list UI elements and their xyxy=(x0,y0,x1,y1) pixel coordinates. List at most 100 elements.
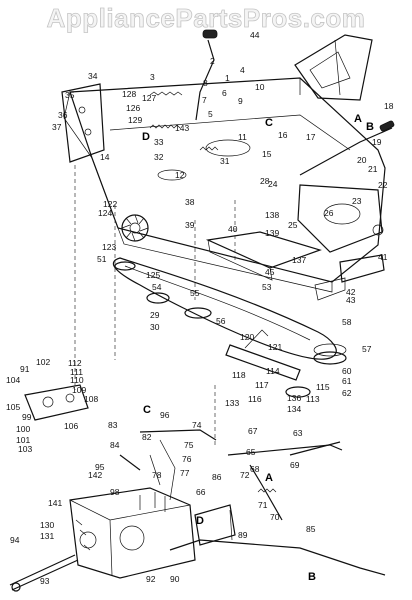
callout-23: 23 xyxy=(352,196,362,206)
callout-129: 129 xyxy=(128,115,142,125)
callout-96: 96 xyxy=(160,410,170,420)
callout-32: 32 xyxy=(154,152,164,162)
callout-126: 126 xyxy=(126,103,140,113)
callout-14: 14 xyxy=(100,152,110,162)
callout-65: 65 xyxy=(246,447,256,457)
callout-105: 105 xyxy=(6,402,20,412)
callout-51: 51 xyxy=(97,254,107,264)
callout-10: 10 xyxy=(255,82,265,92)
left-side-plate xyxy=(61,83,105,163)
callout-114: 114 xyxy=(266,366,280,376)
callout-42: 42 xyxy=(346,287,356,297)
callout-78: 78 xyxy=(152,470,162,480)
callout-86: 86 xyxy=(212,472,222,482)
callout-35: 35 xyxy=(65,90,75,100)
callout-75: 75 xyxy=(184,440,194,450)
callout-36: 36 xyxy=(58,110,68,120)
callout-57: 57 xyxy=(362,344,372,354)
callout-116: 116 xyxy=(248,394,262,404)
callout-131: 131 xyxy=(40,531,54,541)
callout-15: 15 xyxy=(262,149,272,159)
callout-31: 31 xyxy=(220,156,230,166)
callout-91: 91 xyxy=(20,364,30,374)
callout-121: 121 xyxy=(268,342,282,352)
callout-89: 89 xyxy=(238,530,248,540)
shift-lever xyxy=(195,29,218,121)
callout-61: 61 xyxy=(342,376,352,386)
callout-71: 71 xyxy=(258,500,268,510)
callout-120: 120 xyxy=(240,332,254,342)
callout-40: 40 xyxy=(228,224,238,234)
ref-letter-b-bottom: B xyxy=(308,571,316,583)
callout-19: 19 xyxy=(372,137,382,147)
callout-4: 4 xyxy=(240,65,245,75)
left-bracket-assembly xyxy=(24,384,89,421)
callout-11: 11 xyxy=(238,132,247,142)
ref-letter-a-top: A xyxy=(354,113,362,125)
callout-134: 134 xyxy=(287,404,301,414)
callout-111: 111 xyxy=(70,367,83,377)
callout-66: 66 xyxy=(196,487,206,497)
callout-2: 2 xyxy=(210,56,215,66)
callout-56: 56 xyxy=(216,316,226,326)
callout-85: 85 xyxy=(306,524,316,534)
callout-41: 41 xyxy=(378,252,388,262)
cooling-fan xyxy=(121,214,149,242)
callout-38: 38 xyxy=(185,197,195,207)
mounting-bracket xyxy=(205,231,322,281)
callout-45: 45 xyxy=(265,267,275,277)
callout-143: 143 xyxy=(175,123,189,133)
ref-letter-d-bottom: D xyxy=(196,515,204,527)
callout-72: 72 xyxy=(240,470,250,480)
lift-handle xyxy=(299,120,395,176)
center-plate xyxy=(297,184,383,253)
callout-108: 108 xyxy=(84,394,98,404)
callout-76: 76 xyxy=(182,454,192,464)
callout-55: 55 xyxy=(190,288,200,298)
callout-37: 37 xyxy=(52,122,62,132)
ref-letter-c-bottom: C xyxy=(143,404,151,416)
callout-5: 5 xyxy=(208,109,213,119)
transaxle xyxy=(69,487,196,579)
ref-letter-b-top: B xyxy=(366,121,374,133)
callout-102: 102 xyxy=(36,357,50,367)
callout-layer: 1 2 3 4 5 6 7 8 9 10 11 12 14 15 16 17 1… xyxy=(6,30,394,586)
callout-6: 6 xyxy=(222,88,227,98)
ref-letter-d-top: D xyxy=(142,131,150,143)
callout-62: 62 xyxy=(342,388,352,398)
callout-20: 20 xyxy=(357,155,367,165)
callout-122: 122 xyxy=(103,199,117,209)
callout-109: 109 xyxy=(72,385,86,395)
callout-124: 124 xyxy=(98,208,112,218)
callout-137: 137 xyxy=(292,255,306,265)
linkage-rods xyxy=(227,441,343,521)
callout-44: 44 xyxy=(250,30,260,40)
callout-92: 92 xyxy=(146,574,156,584)
brake-rod xyxy=(169,509,386,576)
callout-63: 63 xyxy=(293,428,303,438)
upper-springs xyxy=(149,91,219,151)
callout-113: 113 xyxy=(306,394,320,404)
callout-93: 93 xyxy=(40,576,50,586)
callout-54: 54 xyxy=(152,282,162,292)
callout-106: 106 xyxy=(64,421,78,431)
drive-belts xyxy=(112,257,337,360)
callout-34: 34 xyxy=(88,71,98,81)
callout-100: 100 xyxy=(16,424,30,434)
callout-112: 112 xyxy=(68,358,82,368)
callout-33: 33 xyxy=(154,137,164,147)
callout-28: 28 xyxy=(260,176,270,186)
callout-26: 26 xyxy=(324,208,334,218)
brake-bracket xyxy=(194,504,236,546)
callout-12: 12 xyxy=(175,170,185,180)
callout-138: 138 xyxy=(265,210,279,220)
callout-130: 130 xyxy=(40,520,54,530)
callout-125: 125 xyxy=(146,270,160,280)
callout-3: 3 xyxy=(150,72,155,82)
callout-95: 95 xyxy=(95,462,105,472)
callout-104: 104 xyxy=(6,375,20,385)
callout-60: 60 xyxy=(342,366,352,376)
side-bracket xyxy=(314,254,385,301)
ref-letter-c-top: C xyxy=(265,117,273,129)
